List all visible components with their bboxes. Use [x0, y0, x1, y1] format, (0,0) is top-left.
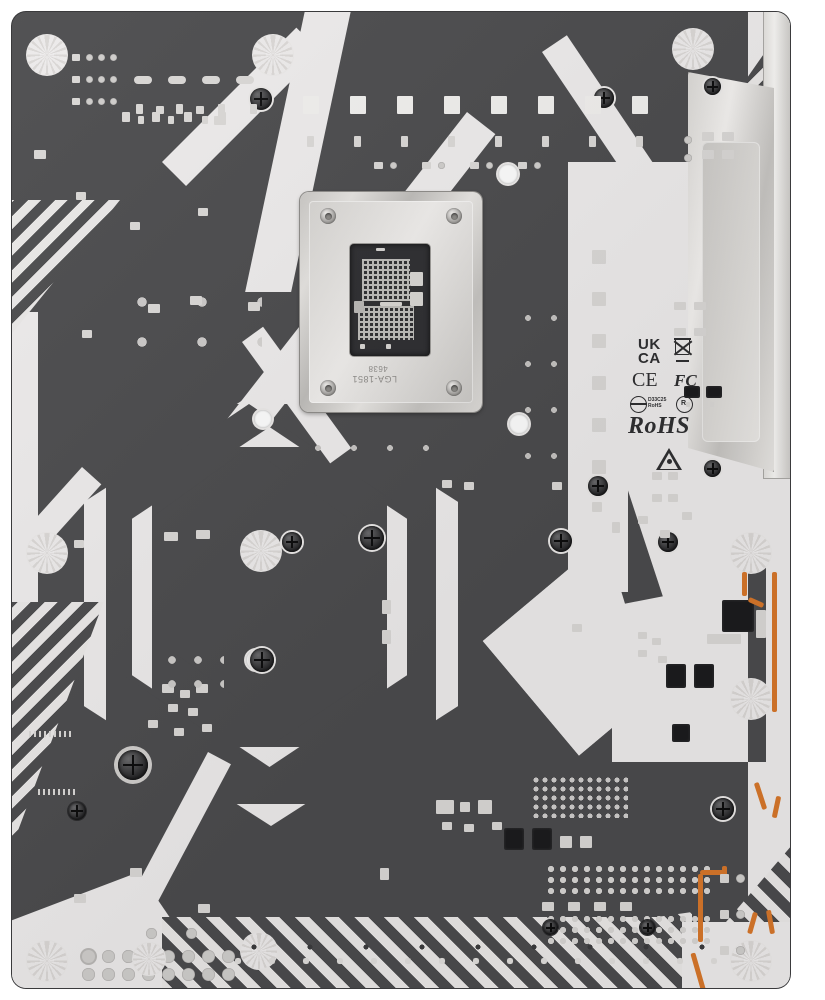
smd-pad: [82, 330, 92, 338]
weee-bin-icon: [673, 338, 693, 362]
backplate-socket-text: LGA-1851: [352, 374, 398, 384]
standoff-screw[interactable]: [640, 920, 655, 935]
smd-pad: [74, 894, 86, 903]
smd-pad: [74, 540, 84, 548]
copper-pad: [720, 946, 729, 955]
smd-pad: [572, 624, 582, 632]
smd-ic: [722, 600, 754, 632]
mounting-hole: [26, 34, 68, 76]
bracket-screw-bottom[interactable]: [704, 460, 721, 477]
smd-pad: [130, 868, 142, 877]
ukca-mark-line1: UK: [638, 336, 661, 353]
smd-pad: [196, 530, 210, 539]
smd-pad: [674, 302, 686, 310]
copper-pad: [736, 910, 745, 919]
bracket-screw-top[interactable]: [704, 78, 721, 95]
smd-pad: [148, 304, 160, 313]
smd-pad: [248, 302, 260, 311]
rcm-triangle-icon: [656, 448, 682, 471]
rohs-circle-icon: R: [676, 396, 693, 413]
smd-pad: [694, 328, 706, 336]
mounting-hole: [26, 532, 68, 574]
standoff-screw[interactable]: [68, 802, 86, 820]
certification-block: UK CA CE FC D33C25 RoHS R RoHS: [626, 336, 716, 470]
eac-circle-icon: [630, 396, 647, 413]
ukca-mark-line2: CA: [638, 350, 661, 367]
smd-pad: [130, 222, 140, 230]
smd-pad: [214, 116, 226, 125]
smd-pad: [707, 634, 741, 644]
m2-standoff-screw[interactable]: [360, 526, 384, 550]
cpu-backplate: LGA-1851 4638: [300, 192, 482, 412]
standoff-screw[interactable]: [588, 476, 608, 496]
bottom-edge-vias: [232, 956, 732, 966]
pcie-via-grid: [546, 914, 716, 944]
smd-pad: [76, 192, 86, 200]
smd-pad: [198, 904, 210, 913]
pcie-via-grid: [532, 776, 628, 818]
smd-pad: [694, 302, 706, 310]
backplate-screw: [446, 380, 462, 396]
socket-window: [350, 244, 430, 356]
copper-pad: [720, 874, 729, 883]
smd-ic: [666, 664, 686, 688]
copper-pad: [736, 874, 745, 883]
silkscreen-label: [27, 731, 71, 737]
standoff-screw[interactable]: [712, 798, 734, 820]
standoff-screw[interactable]: [118, 750, 148, 780]
pcie-via-grid: [546, 864, 716, 894]
backplate-screw: [320, 208, 336, 224]
copper-trace: [742, 572, 747, 596]
smd-ic: [672, 724, 690, 742]
mounting-hole: [730, 678, 772, 720]
smd-pad: [442, 480, 452, 488]
backplate-screw: [320, 380, 336, 396]
mounting-hole: [496, 162, 520, 186]
pcb-board: LGA-1851 4638: [12, 12, 790, 988]
copper-pad: [720, 910, 729, 919]
smd-pad: [198, 208, 208, 216]
via-field: [164, 652, 224, 692]
smd-pad: [674, 328, 686, 336]
smd-pad: [612, 522, 620, 533]
mounting-hole: [730, 532, 772, 574]
smd-pad: [382, 630, 391, 644]
backplate-screw: [446, 208, 462, 224]
m2-standoff-screw[interactable]: [282, 532, 302, 552]
mounting-hole: [26, 940, 68, 982]
mounting-hole: [252, 34, 294, 76]
ce-mark: CE: [632, 369, 658, 391]
via-field: [312, 442, 432, 466]
smd-pad: [464, 482, 474, 490]
standoff-screw[interactable]: [543, 920, 558, 935]
mounting-hole: [132, 942, 166, 976]
standoff-screw[interactable]: [550, 530, 572, 552]
smd-pad: [34, 150, 46, 159]
smd-pad: [164, 532, 178, 541]
mounting-hole: [730, 940, 772, 982]
smd-pad: [552, 482, 562, 490]
via-field: [522, 312, 566, 492]
smd-pad: [382, 600, 391, 614]
smd-pad: [756, 610, 766, 638]
mounting-hole: [240, 530, 282, 572]
rohs-small-text: D33C25 RoHS: [648, 397, 667, 409]
silkscreen-label: [35, 789, 75, 795]
rohs-mark: RoHS: [628, 413, 691, 439]
smd-pad: [380, 868, 389, 880]
mounting-hole: [252, 408, 274, 430]
smd-pad: [190, 296, 202, 305]
copper-trace: [772, 572, 777, 712]
mounting-hole: [672, 28, 714, 70]
copper-pad: [736, 946, 745, 955]
backplate-code-text: 4638: [368, 364, 388, 373]
silkscreen-shape: [748, 552, 766, 762]
fcc-mark: FC: [674, 371, 697, 390]
bottom-edge-vias: [248, 942, 718, 952]
smd-ic: [694, 664, 714, 688]
m2-standoff-screw[interactable]: [250, 648, 274, 672]
